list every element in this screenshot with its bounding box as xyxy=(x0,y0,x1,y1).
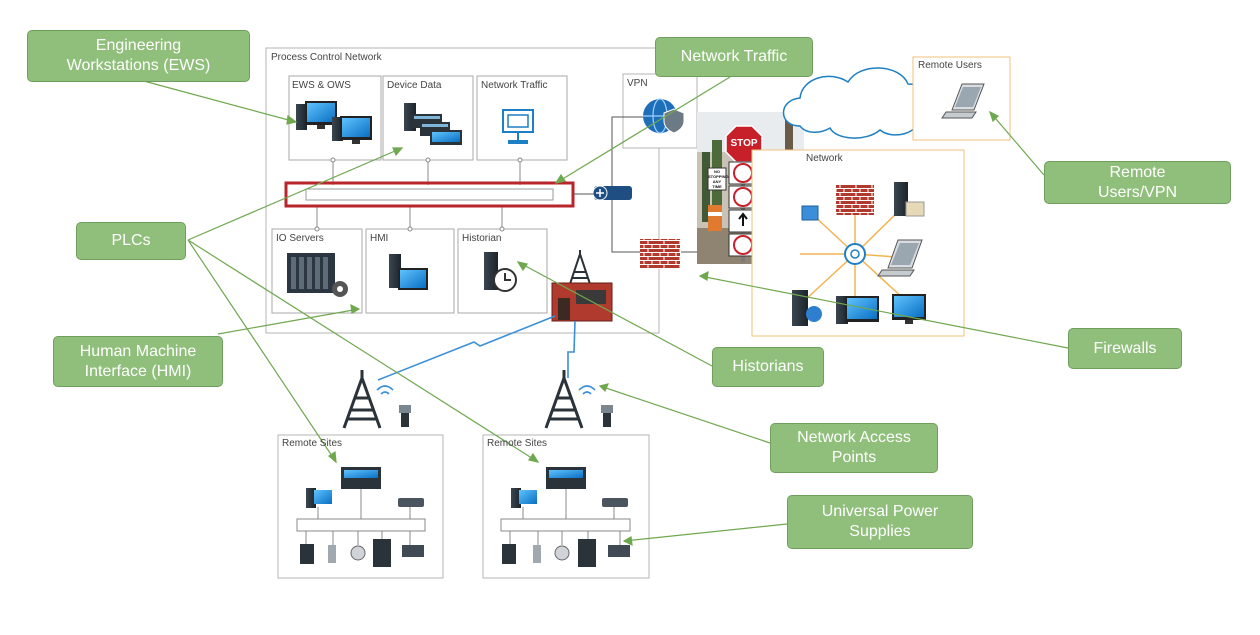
device-icon xyxy=(801,205,819,221)
network-traffic-box xyxy=(476,75,568,161)
internet-cloud xyxy=(782,67,932,139)
process-control-network-label: Process Control Network xyxy=(271,52,382,63)
callout-network-access-points: Network Access Points xyxy=(770,423,938,473)
workstation-icon xyxy=(836,296,879,324)
wireless-access-point-icon xyxy=(578,385,613,427)
callout-hmi: Human Machine Interface (HMI) xyxy=(53,336,223,387)
control-building-icon xyxy=(551,282,613,322)
remote-sites-label: Remote Sites xyxy=(487,438,548,449)
wireless-access-point-icon xyxy=(376,385,411,427)
remote-site-box xyxy=(482,434,650,579)
laptop-icon xyxy=(877,239,923,277)
callout-plcs: PLCs xyxy=(76,222,186,260)
hmi-icon xyxy=(389,254,428,290)
radio-tower-icon xyxy=(342,370,382,429)
stop-sign-text: STOP xyxy=(730,138,758,149)
stop-sign-photo xyxy=(697,112,804,264)
database-server-icon xyxy=(792,290,822,326)
callout-network-traffic: Network Traffic xyxy=(655,37,813,77)
io-servers-label: IO Servers xyxy=(276,233,324,244)
callout-engineering-workstations: Engineering Workstations (EWS) xyxy=(27,30,250,82)
laptop-icon xyxy=(941,83,985,119)
no-stopping-sign-text: NO STOPPING ANY TIME xyxy=(708,169,729,189)
firewall-icon xyxy=(836,185,874,215)
historian-label: Historian xyxy=(462,233,502,244)
io-server-icon xyxy=(287,253,348,297)
workstation-icon xyxy=(296,101,372,144)
vpn-label: VPN xyxy=(627,78,648,89)
network-label: Network xyxy=(806,153,843,164)
firewall-icon xyxy=(640,239,680,269)
callout-universal-power-supplies: Universal Power Supplies xyxy=(787,495,973,549)
remote-users-label: Remote Users xyxy=(918,60,982,71)
radio-tower-icon xyxy=(569,250,591,285)
desktop-icon xyxy=(892,294,926,324)
device-data-icon xyxy=(404,103,462,145)
router-icon xyxy=(592,185,632,201)
hmi-label: HMI xyxy=(370,233,389,244)
ews-ows-label: EWS & OWS xyxy=(292,80,351,91)
device-data-label: Device Data xyxy=(387,80,442,91)
callout-historians: Historians xyxy=(712,347,824,387)
historian-icon xyxy=(484,252,517,292)
remote-site-box xyxy=(277,434,444,579)
callout-remote-users-vpn: Remote Users/VPN xyxy=(1044,161,1231,204)
remote-sites-label: Remote Sites xyxy=(282,438,343,449)
callout-firewalls: Firewalls xyxy=(1068,328,1182,369)
network-traffic-icon xyxy=(502,109,534,144)
network-traffic-label: Network Traffic xyxy=(481,80,548,91)
server-icon xyxy=(894,182,925,217)
radio-tower-icon xyxy=(544,370,584,429)
